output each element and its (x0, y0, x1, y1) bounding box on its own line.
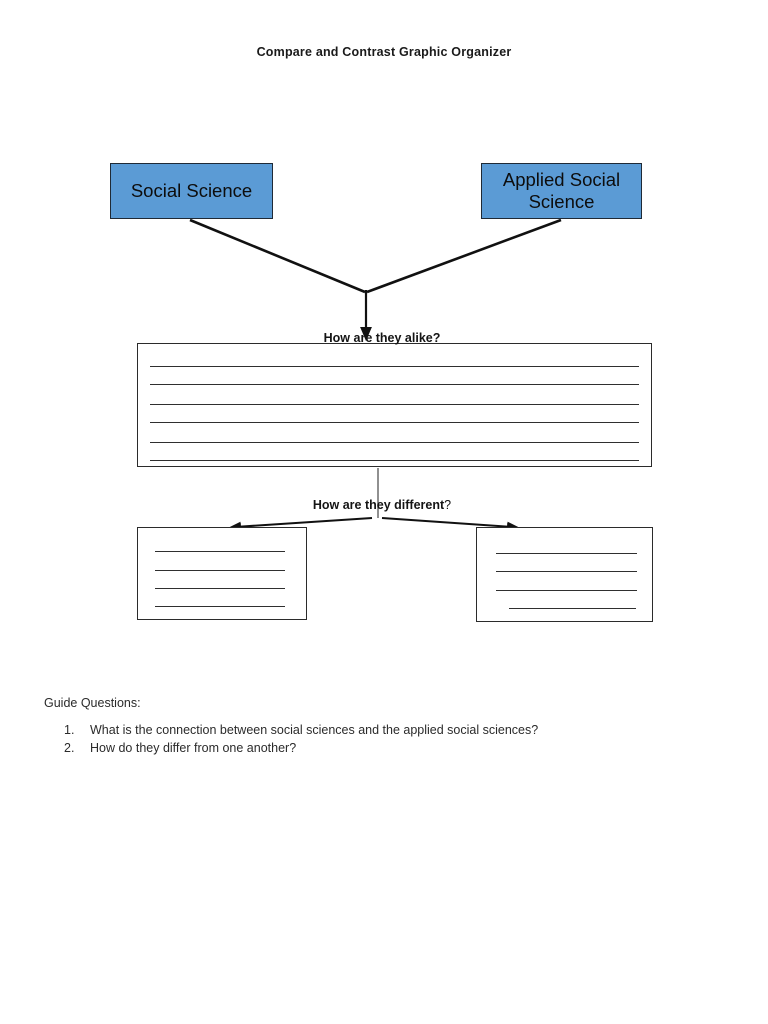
concept-box-applied-social-science[interactable]: Applied Social Science (481, 163, 642, 219)
guide-question-item: 2. How do they differ from one another? (64, 739, 704, 757)
concept-box-social-science[interactable]: Social Science (110, 163, 273, 219)
guide-question-number: 1. (64, 723, 75, 737)
writing-line (509, 608, 636, 609)
writing-line (150, 422, 639, 423)
label-different-question-mark: ? (444, 498, 452, 512)
arrow-left-to-alike (189, 218, 366, 294)
guide-question-item: 1. What is the connection between social… (64, 721, 704, 739)
writing-line (496, 553, 637, 554)
label-how-are-they-alike: How are they alike? (323, 331, 441, 345)
guide-questions-block: Guide Questions: 1. What is the connecti… (44, 696, 704, 757)
guide-question-number: 2. (64, 741, 75, 755)
guide-questions-heading: Guide Questions: (44, 696, 141, 710)
writing-line (155, 606, 285, 607)
writing-line (150, 442, 639, 443)
writing-line (496, 571, 637, 572)
guide-questions-list: 1. What is the connection between social… (44, 721, 704, 757)
writing-line (150, 384, 639, 385)
answer-box-alike[interactable] (137, 343, 652, 467)
label-how-are-they-different: How are they different? (0, 498, 766, 512)
writing-line (155, 551, 285, 552)
label-different-text: How are they different (312, 498, 445, 512)
writing-line (155, 588, 285, 589)
writing-line (496, 590, 637, 591)
page-title: Compare and Contrast Graphic Organizer (256, 45, 512, 59)
arrow-to-diff-right (381, 517, 519, 532)
concept-box-label: Applied Social Science (502, 169, 621, 212)
guide-question-text: How do they differ from one another? (90, 741, 297, 755)
writing-line (155, 570, 285, 571)
writing-line (150, 366, 639, 367)
answer-box-difference-right[interactable] (476, 527, 653, 622)
arrow-to-diff-left (229, 517, 373, 532)
writing-line (150, 460, 639, 461)
arrow-right-to-alike (366, 218, 562, 294)
writing-line (150, 404, 639, 405)
answer-box-difference-left[interactable] (137, 527, 307, 620)
guide-question-text: What is the connection between social sc… (90, 723, 539, 737)
concept-box-label: Social Science (130, 180, 253, 202)
